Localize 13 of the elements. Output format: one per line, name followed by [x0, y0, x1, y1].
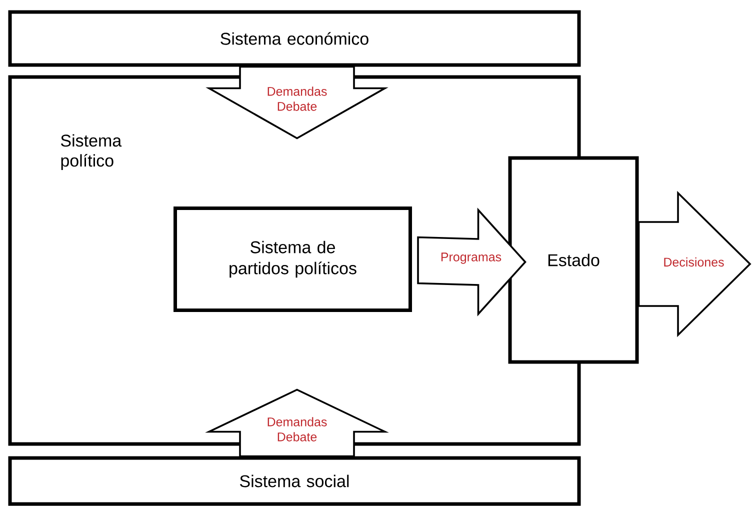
edge-label: Decisiones — [664, 257, 724, 267]
system-box: Sistema social — [8, 456, 581, 506]
edge-label: Programas — [441, 252, 502, 264]
process-box: Estado — [508, 156, 639, 364]
block-arrow — [205, 388, 389, 458]
block-arrow — [206, 66, 388, 140]
system-box: Sistema económico — [8, 10, 581, 67]
block-arrow — [638, 190, 752, 338]
edge-label: Demandas Debate — [268, 417, 327, 442]
box-title: Sistema político — [60, 134, 122, 170]
block-arrow — [417, 208, 526, 316]
edge-label: Demandas Debate — [268, 86, 327, 111]
process-box: Sistema de partidos políticos — [174, 206, 412, 312]
